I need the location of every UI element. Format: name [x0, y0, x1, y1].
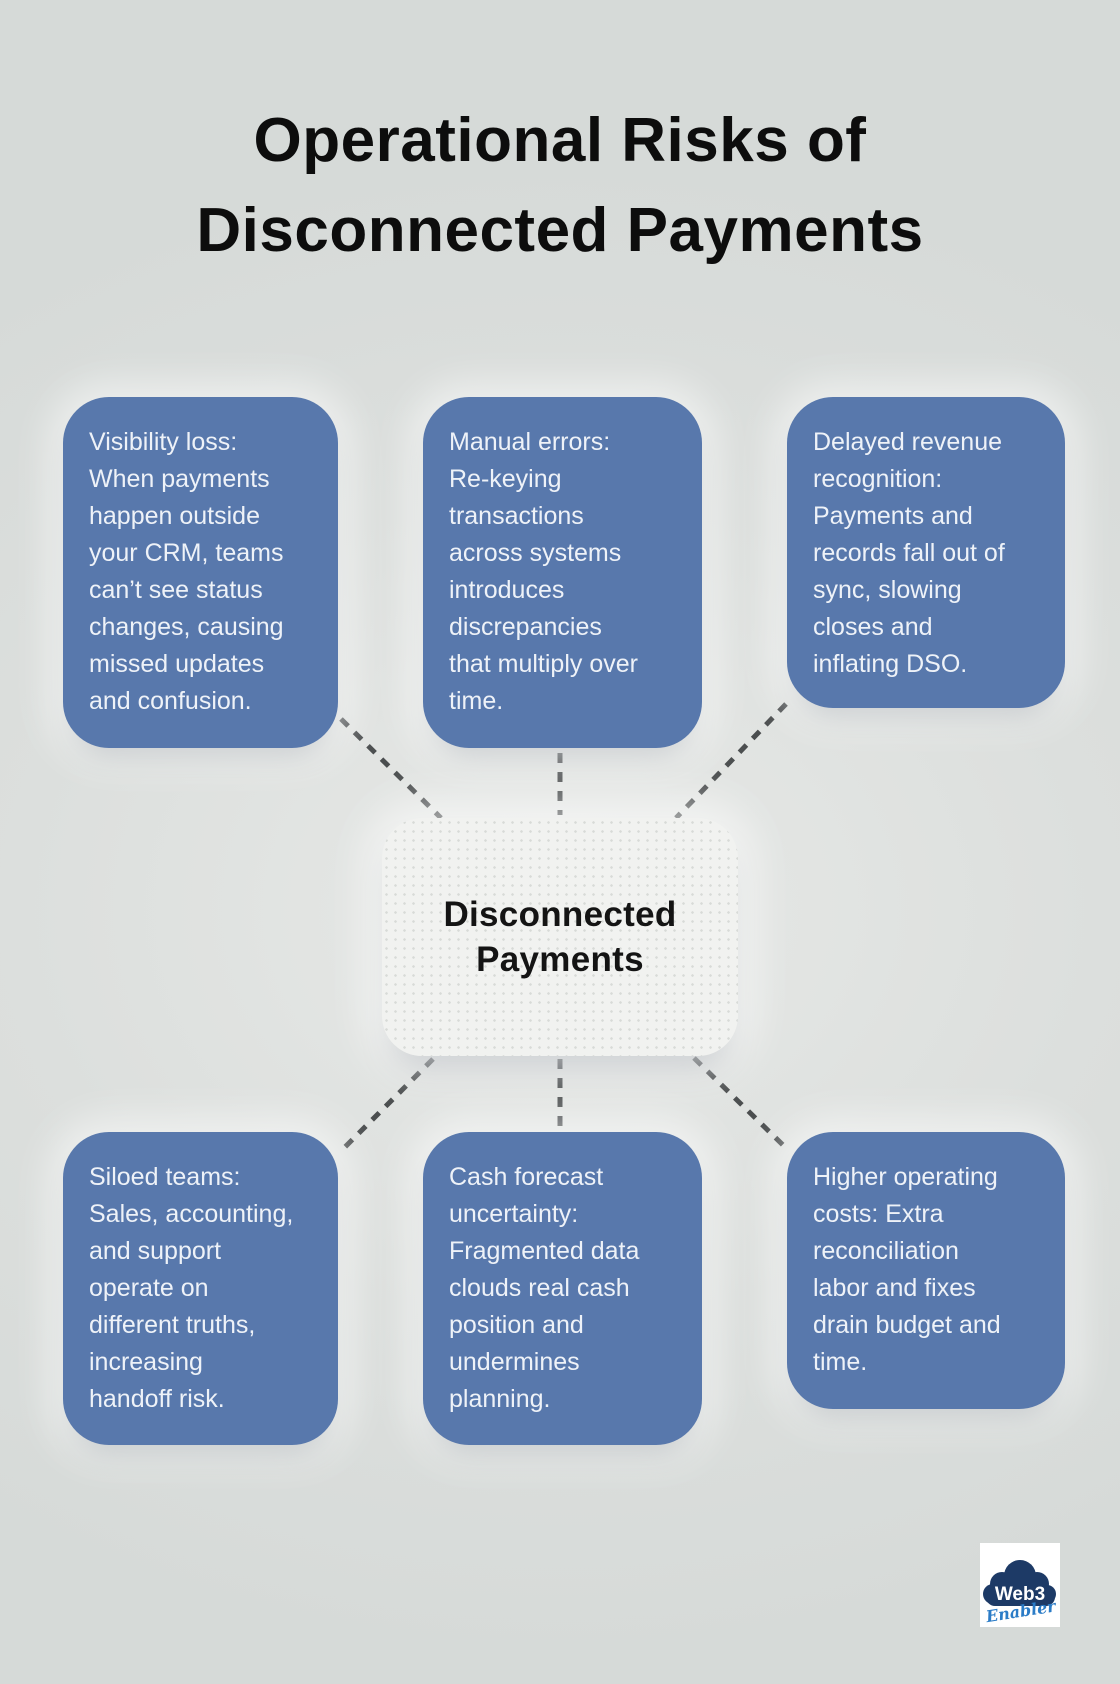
connector-bottom-right — [692, 1056, 788, 1150]
risk-card-text: Manual errors: Re-keying transactions ac… — [449, 428, 638, 715]
risk-card-text: Delayed revenue recognition: Payments an… — [813, 428, 1005, 678]
connector-top-left — [339, 717, 443, 820]
page-title: Operational Risks of Disconnected Paymen… — [196, 106, 924, 265]
risk-card-text: Cash forecast uncertainty: Fragmented da… — [449, 1163, 640, 1413]
connector-bottom-left — [340, 1057, 435, 1152]
risk-card-siloed-teams: Siloed teams: Sales, accounting, and sup… — [63, 1132, 338, 1445]
logo-brand-top: Web3 — [995, 1584, 1045, 1605]
risk-card-text: Visibility loss: When payments happen ou… — [89, 428, 284, 715]
central-node-label: Disconnected Payments — [443, 895, 677, 979]
risk-card-text: Siloed teams: Sales, accounting, and sup… — [89, 1163, 294, 1413]
risk-card-higher-costs: Higher operating costs: Extra reconcilia… — [787, 1132, 1065, 1409]
risk-card-text: Higher operating costs: Extra reconcilia… — [813, 1163, 1001, 1376]
risk-card-manual-errors: Manual errors: Re-keying transactions ac… — [423, 397, 702, 748]
risk-card-delayed-revenue: Delayed revenue recognition: Payments an… — [787, 397, 1065, 708]
web3-enabler-logo: Web3 Enabler — [980, 1543, 1060, 1627]
central-node-disconnected-payments: Disconnected Payments — [382, 818, 738, 1056]
risk-card-cash-forecast: Cash forecast uncertainty: Fragmented da… — [423, 1132, 702, 1445]
risk-card-visibility-loss: Visibility loss: When payments happen ou… — [63, 397, 338, 748]
cloud-icon: Web3 Enabler — [983, 1560, 1058, 1626]
